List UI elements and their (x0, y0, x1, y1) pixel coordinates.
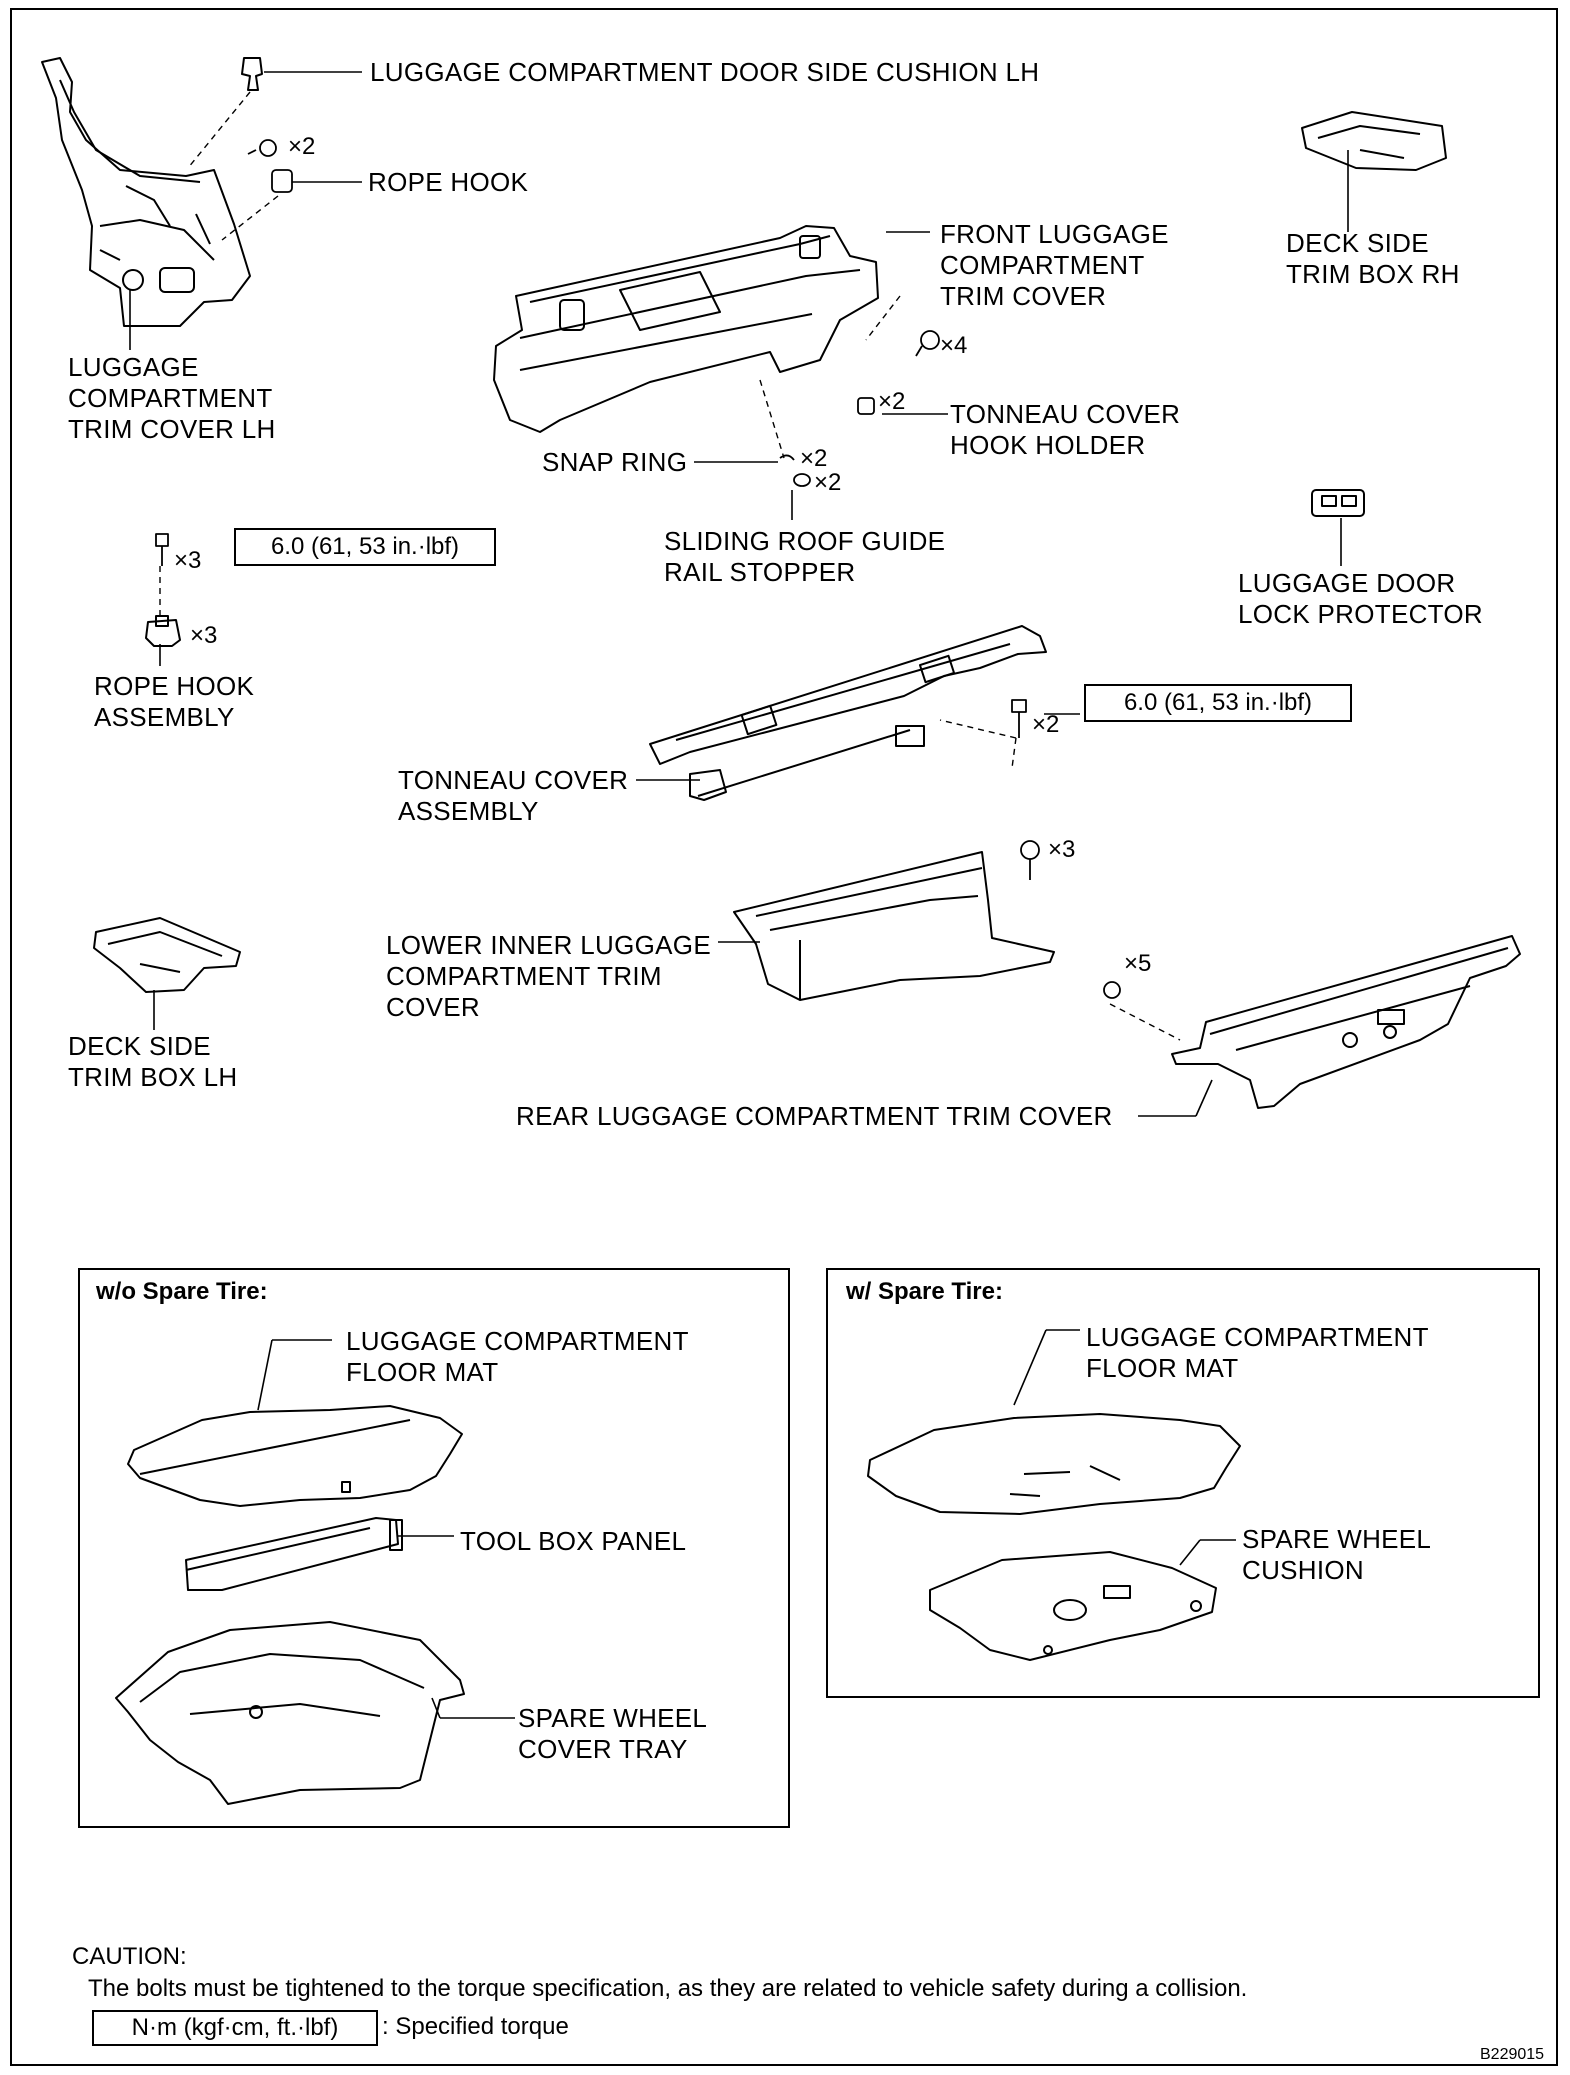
dashed-assembly-lines (159, 91, 1181, 1041)
with-spare-tire-title: w/ Spare Tire: (846, 1278, 1003, 1305)
floor-mat-without-drawing (127, 1405, 463, 1507)
caution-heading: CAUTION: (72, 1943, 187, 1970)
tool-box-panel-drawing (185, 1517, 403, 1591)
qty-rope-hook-x3: ×3 (190, 622, 218, 649)
deck-box-lh-drawing (93, 917, 241, 993)
label-tonneau-cover-assembly: TONNEAU COVER ASSEMBLY (398, 765, 629, 826)
label-floor-mat-without: LUGGAGE COMPARTMENT FLOOR MAT (346, 1326, 689, 1387)
rear-trim-cover-drawing (1171, 935, 1521, 1109)
qty-snap-ring-x2: ×2 (800, 445, 828, 472)
figure-code: B229015 (1480, 2046, 1545, 2063)
label-guide-rail-stopper: SLIDING ROOF GUIDE RAIL STOPPER (664, 526, 946, 587)
label-door-lock-protector: LUGGAGE DOOR LOCK PROTECTOR (1238, 568, 1483, 629)
label-rope-hook: ROPE HOOK (368, 167, 529, 197)
spare-wheel-cushion-drawing (929, 1551, 1217, 1661)
qty-clip-x4: ×4 (940, 332, 968, 359)
torque-legend-box: N·m (kgf·cm, ft.·lbf) (92, 2010, 378, 2046)
qty-hook-holder-x2: ×2 (878, 388, 906, 415)
with-spare-tire-box (826, 1268, 1540, 1698)
torque-box-tonneau: 6.0 (61, 53 in.·lbf) (1084, 684, 1352, 722)
qty-bolt-x3: ×3 (174, 547, 202, 574)
torque-legend-text: : Specified torque (382, 2013, 569, 2040)
diagram-frame (10, 8, 1558, 2066)
rope-hook-assembly-drawing (145, 615, 181, 647)
qty-clip-x5: ×5 (1124, 950, 1152, 977)
door-side-cushion-drawing (241, 57, 263, 91)
label-door-side-cushion: LUGGAGE COMPARTMENT DOOR SIDE CUSHION LH (370, 57, 1040, 87)
luggage-trim-cover-lh-drawing (41, 57, 251, 327)
label-rope-hook-assembly: ROPE HOOK ASSEMBLY (94, 671, 255, 732)
tonneau-cover-drawing (649, 625, 1047, 801)
label-tonneau-hook-holder: TONNEAU COVER HOOK HOLDER (950, 399, 1181, 460)
spare-wheel-cover-tray-drawing (115, 1621, 465, 1805)
torque-box-rope-hook: 6.0 (61, 53 in.·lbf) (234, 528, 496, 566)
fastener-icons (155, 139, 1121, 999)
front-trim-cover-drawing (493, 225, 879, 433)
label-tool-box-panel: TOOL BOX PANEL (460, 1526, 687, 1556)
label-snap-ring: SNAP RING (542, 447, 688, 477)
caution-text: The bolts must be tightened to the torqu… (88, 1975, 1248, 2002)
label-front-trim-cover: FRONT LUGGAGE COMPARTMENT TRIM COVER (940, 219, 1169, 311)
label-spare-wheel-cushion: SPARE WHEEL CUSHION (1242, 1524, 1432, 1585)
label-trim-cover-lh: LUGGAGE COMPARTMENT TRIM COVER LH (68, 352, 276, 444)
label-deck-box-rh: DECK SIDE TRIM BOX RH (1286, 228, 1460, 289)
label-rear-trim-cover: REAR LUGGAGE COMPARTMENT TRIM COVER (516, 1101, 1113, 1131)
without-spare-tire-box (78, 1268, 790, 1828)
lower-inner-trim-drawing (733, 851, 1055, 1001)
lock-protector-drawing (1311, 489, 1365, 517)
qty-bolt-x2: ×2 (1032, 711, 1060, 738)
qty-stopper-x2: ×2 (814, 469, 842, 496)
label-floor-mat-with: LUGGAGE COMPARTMENT FLOOR MAT (1086, 1322, 1429, 1383)
label-deck-box-lh: DECK SIDE TRIM BOX LH (68, 1031, 238, 1092)
label-spare-wheel-cover-tray: SPARE WHEEL COVER TRAY (518, 1703, 708, 1764)
label-lower-inner-trim: LOWER INNER LUGGAGE COMPARTMENT TRIM COV… (386, 930, 711, 1022)
qty-clip-x2: ×2 (288, 133, 316, 160)
deck-box-rh-drawing (1301, 111, 1447, 171)
without-spare-tire-title: w/o Spare Tire: (96, 1278, 268, 1305)
qty-clip-x3: ×3 (1048, 836, 1076, 863)
floor-mat-with-drawing (867, 1413, 1241, 1515)
